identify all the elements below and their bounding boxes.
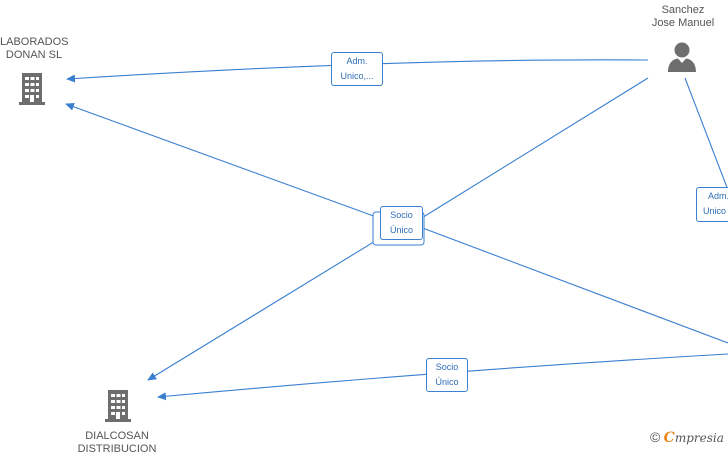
company-label-laborados[interactable]: LABORADOS DONAN SL (0, 36, 69, 61)
edge-label-adm-unico[interactable]: Adm. Unico,... (331, 52, 383, 86)
brand-name: mpresia (674, 431, 724, 445)
company-label-dialcosan[interactable]: DIALCOSAN DISTRIBUCION (77, 430, 157, 455)
edge-label-socio-unico[interactable]: Socio Único (426, 358, 468, 392)
edge-sanchez-down-right (684, 77, 728, 191)
edge-center-to-right (411, 223, 728, 344)
copyright-symbol: © (650, 429, 661, 445)
brand-initial: C (663, 430, 675, 446)
empresia-logo: © Cmpresia (650, 429, 728, 449)
building-icon[interactable] (103, 389, 133, 423)
person-icon[interactable] (667, 41, 697, 73)
person-label-sanchez[interactable]: Sanchez Jose Manuel (651, 4, 715, 29)
edge-label-socio-unico[interactable]: Socio Único (380, 206, 423, 240)
edge-label-adm-unico-right[interactable]: Adm. Unico (696, 187, 728, 222)
edge-sanchez-to-center (411, 77, 649, 225)
building-icon[interactable] (17, 72, 47, 106)
edge-center-to-dialcosan (147, 231, 391, 381)
edge-center-to-laborados (65, 102, 391, 223)
